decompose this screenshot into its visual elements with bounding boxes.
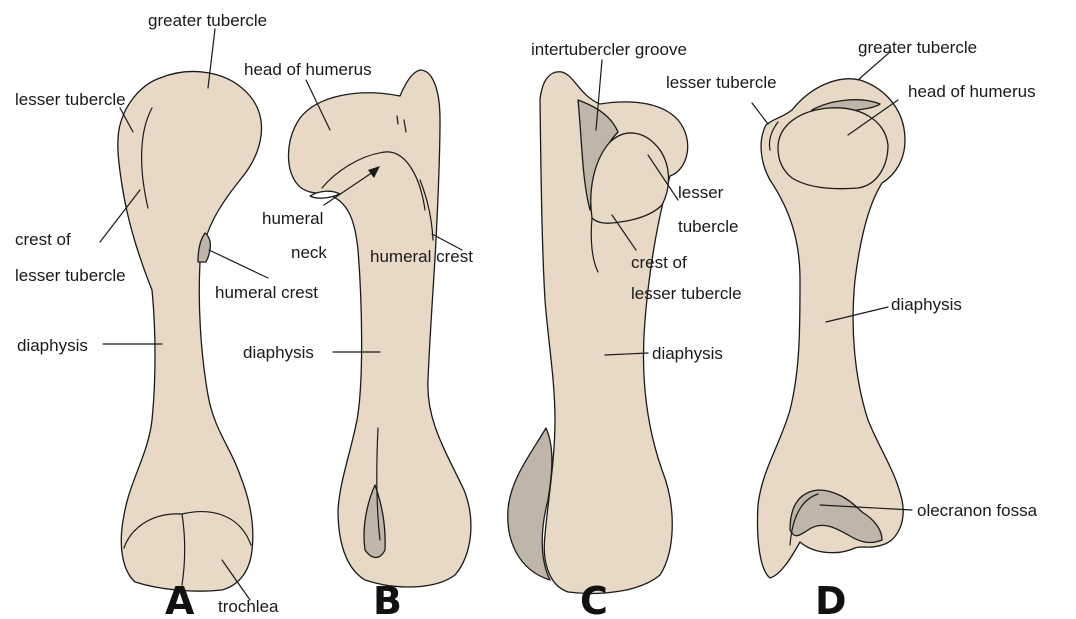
label-a-crest-line2: lesser tubercle xyxy=(15,266,126,285)
label-c-lesser-line2: tubercle xyxy=(678,217,738,236)
label-b-head: head of humerus xyxy=(244,60,372,79)
label-d-head: head of humerus xyxy=(908,82,1036,101)
label-a-humeral-crest: humeral crest xyxy=(215,283,318,302)
label-c-lesser-line1: lesser xyxy=(678,183,724,202)
view-c: intertubercler groove lesser tubercle cr… xyxy=(508,40,742,619)
view-letter-a: A xyxy=(165,579,195,619)
label-b-humeral-crest: humeral crest xyxy=(370,247,473,266)
label-d-lesser-tubercle: lesser tubercle xyxy=(666,73,777,92)
label-b-neck-line1: humeral xyxy=(262,209,323,228)
label-b-diaphysis: diaphysis xyxy=(243,343,314,362)
label-a-diaphysis: diaphysis xyxy=(17,336,88,355)
view-letter-b: B xyxy=(373,579,402,619)
label-c-diaphysis: diaphysis xyxy=(652,344,723,363)
humerus-d-head xyxy=(778,108,888,189)
label-c-crest-line1: crest of xyxy=(631,253,687,272)
view-b: head of humerus humeral neck humeral cre… xyxy=(243,60,473,619)
label-b-neck-line2: neck xyxy=(291,243,327,262)
label-c-crest-line2: lesser tubercle xyxy=(631,284,742,303)
humerus-a-outline xyxy=(118,72,262,592)
view-d: greater tubercle lesser tubercle head of… xyxy=(666,38,1038,619)
view-letter-c: C xyxy=(580,579,608,619)
label-a-lesser-tubercle: lesser tubercle xyxy=(15,90,126,109)
label-c-groove: intertubercler groove xyxy=(531,40,687,59)
label-a-trochlea: trochlea xyxy=(218,597,279,616)
leader-a-humeral-crest xyxy=(209,250,268,278)
label-a-crest-line1: crest of xyxy=(15,230,71,249)
label-d-olecranon-fossa: olecranon fossa xyxy=(917,501,1038,520)
view-letter-d: D xyxy=(815,579,847,619)
label-a-greater-tubercle: greater tubercle xyxy=(148,11,267,30)
leader-d-lesser-tubercle xyxy=(752,103,768,124)
label-d-greater-tubercle: greater tubercle xyxy=(858,38,977,57)
label-d-diaphysis: diaphysis xyxy=(891,295,962,314)
view-a: greater tubercle lesser tubercle crest o… xyxy=(15,11,318,619)
